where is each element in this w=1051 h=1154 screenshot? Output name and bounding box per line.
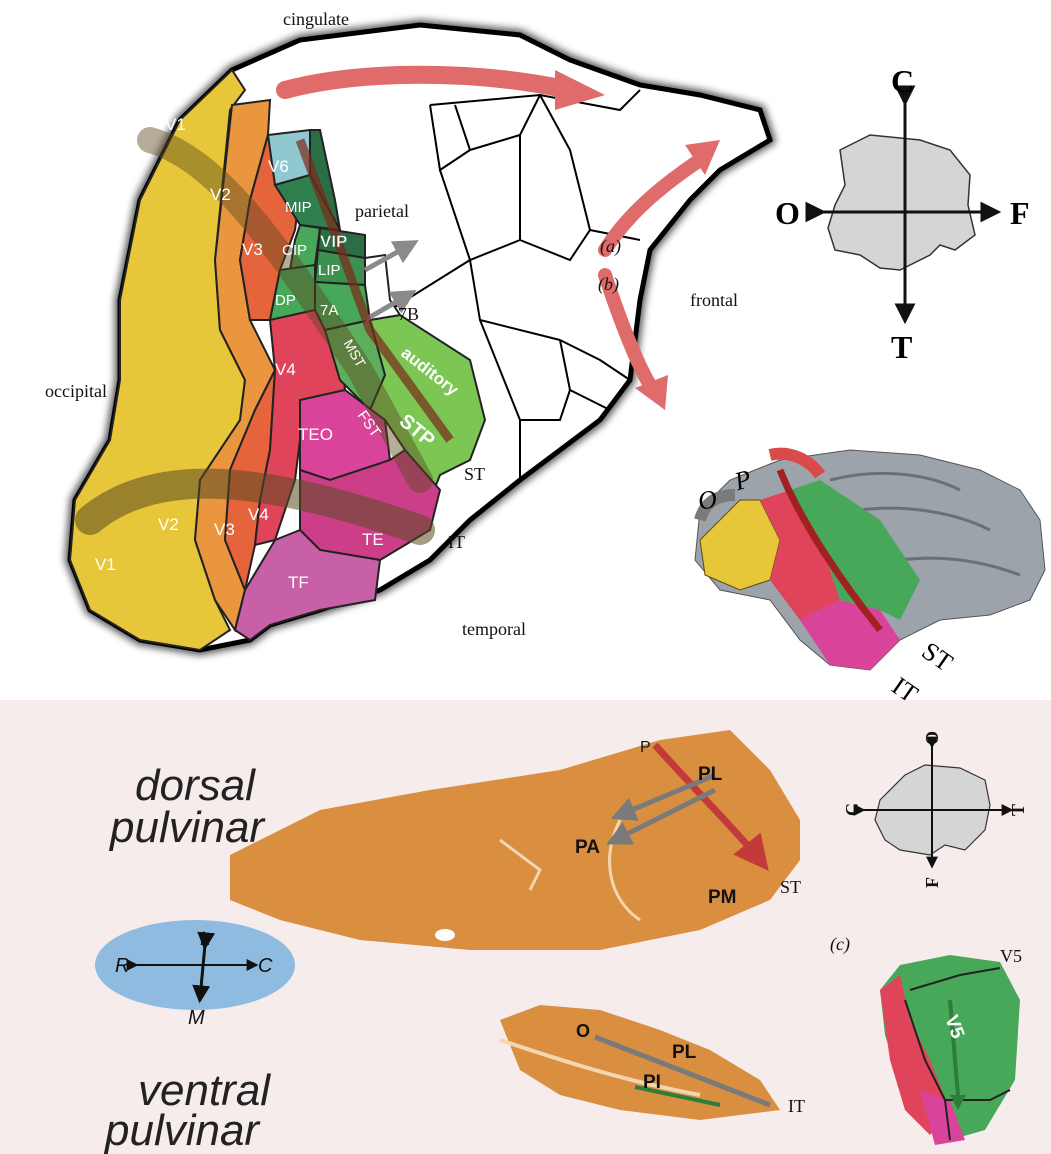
- pulvinar-map: L R C M dorsal pulvinar ventral pulvinar: [0, 700, 1051, 1154]
- brain3d-it: IT: [887, 671, 924, 700]
- compass-ocft: O C T F: [842, 731, 1028, 888]
- compass-bottom-t: T: [1008, 804, 1028, 816]
- brain3d-o: O: [696, 484, 720, 516]
- label-v3-top: V3: [242, 240, 263, 259]
- pulvinar-pl-dorsal: PL: [698, 764, 723, 785]
- label-v4-bottom: V4: [248, 505, 269, 524]
- compass-bottom-c: C: [842, 803, 862, 816]
- label-v2-bottom: V2: [158, 515, 179, 534]
- compass-cof: C O F T: [775, 63, 1030, 365]
- pulvinar-o: O: [576, 1021, 590, 1041]
- label-cip: CIP: [282, 242, 307, 259]
- label-mip: MIP: [285, 199, 312, 216]
- label-stream-a: (a): [600, 236, 621, 257]
- cortex-panel: V1 V2 V6 MIP CIP V3 LIP DP 7A V4 TEO TE …: [0, 0, 1051, 700]
- label-stream-c: (c): [830, 934, 850, 955]
- label-te: TE: [362, 530, 384, 549]
- lobe-occipital: occipital: [45, 381, 107, 401]
- pulvinar-pa: PA: [575, 837, 600, 858]
- label-stream-b: (b): [598, 274, 619, 295]
- compass-top-t: T: [891, 329, 912, 365]
- cortex-map: V1 V2 V6 MIP CIP V3 LIP DP 7A V4 TEO TE …: [0, 0, 1051, 700]
- pulvinar-pm: PM: [708, 887, 737, 908]
- label-dp: DP: [275, 292, 296, 309]
- lobe-cingulate: cingulate: [283, 9, 349, 29]
- pulvinar-st: ST: [780, 877, 801, 897]
- lrcm-l: L: [200, 929, 211, 950]
- compass-bottom-f: F: [922, 877, 942, 888]
- ventral-pulvinar-tissue: [500, 1005, 780, 1120]
- lrcm-r: R: [115, 955, 129, 977]
- label-vip: VIP: [320, 232, 347, 251]
- compass-bottom-o: O: [922, 731, 942, 745]
- lrcm-c: C: [258, 955, 273, 977]
- label-v4-top: V4: [275, 360, 296, 379]
- pulvinar-pl-ventral: PL: [672, 1042, 697, 1063]
- lobe-frontal: frontal: [690, 290, 738, 310]
- lobe-parietal: parietal: [355, 201, 409, 221]
- label-st: ST: [464, 464, 485, 484]
- pulvinar-p: P: [640, 739, 651, 756]
- inset-v5: V5: [880, 955, 1020, 1145]
- dorsal-title-line2: pulvinar: [108, 803, 266, 852]
- lobe-temporal: temporal: [462, 619, 526, 639]
- label-7b: 7B: [398, 304, 419, 324]
- compass-top-c: C: [891, 63, 914, 99]
- brain-3d-render: O P ST IT: [695, 450, 1045, 700]
- label-tf: TF: [288, 573, 309, 592]
- label-v1-top: V1: [165, 115, 186, 134]
- pulvinar-it: IT: [788, 1096, 805, 1116]
- pulvinar-pi: PI: [643, 1072, 661, 1093]
- label-v1-bottom: V1: [95, 555, 116, 574]
- dorsal-pulvinar-tissue: [230, 730, 800, 950]
- compass-top-o: O: [775, 195, 800, 231]
- label-v3-bottom: V3: [214, 520, 235, 539]
- inset-v5-label: V5: [1000, 946, 1022, 966]
- lrcm-m: M: [188, 1007, 205, 1029]
- label-it: IT: [448, 532, 465, 552]
- pulvinar-panel: L R C M dorsal pulvinar ventral pulvinar: [0, 700, 1051, 1154]
- label-7a: 7A: [320, 302, 338, 319]
- label-v2-top: V2: [210, 185, 231, 204]
- label-teo: TEO: [298, 425, 333, 444]
- label-lip: LIP: [318, 262, 341, 279]
- ventral-title-line2: pulvinar: [103, 1106, 261, 1154]
- label-v6: V6: [268, 157, 289, 176]
- brain3d-st: ST: [917, 636, 959, 677]
- compass-brain-silhouette: [828, 135, 975, 270]
- compass-top-f: F: [1010, 195, 1030, 231]
